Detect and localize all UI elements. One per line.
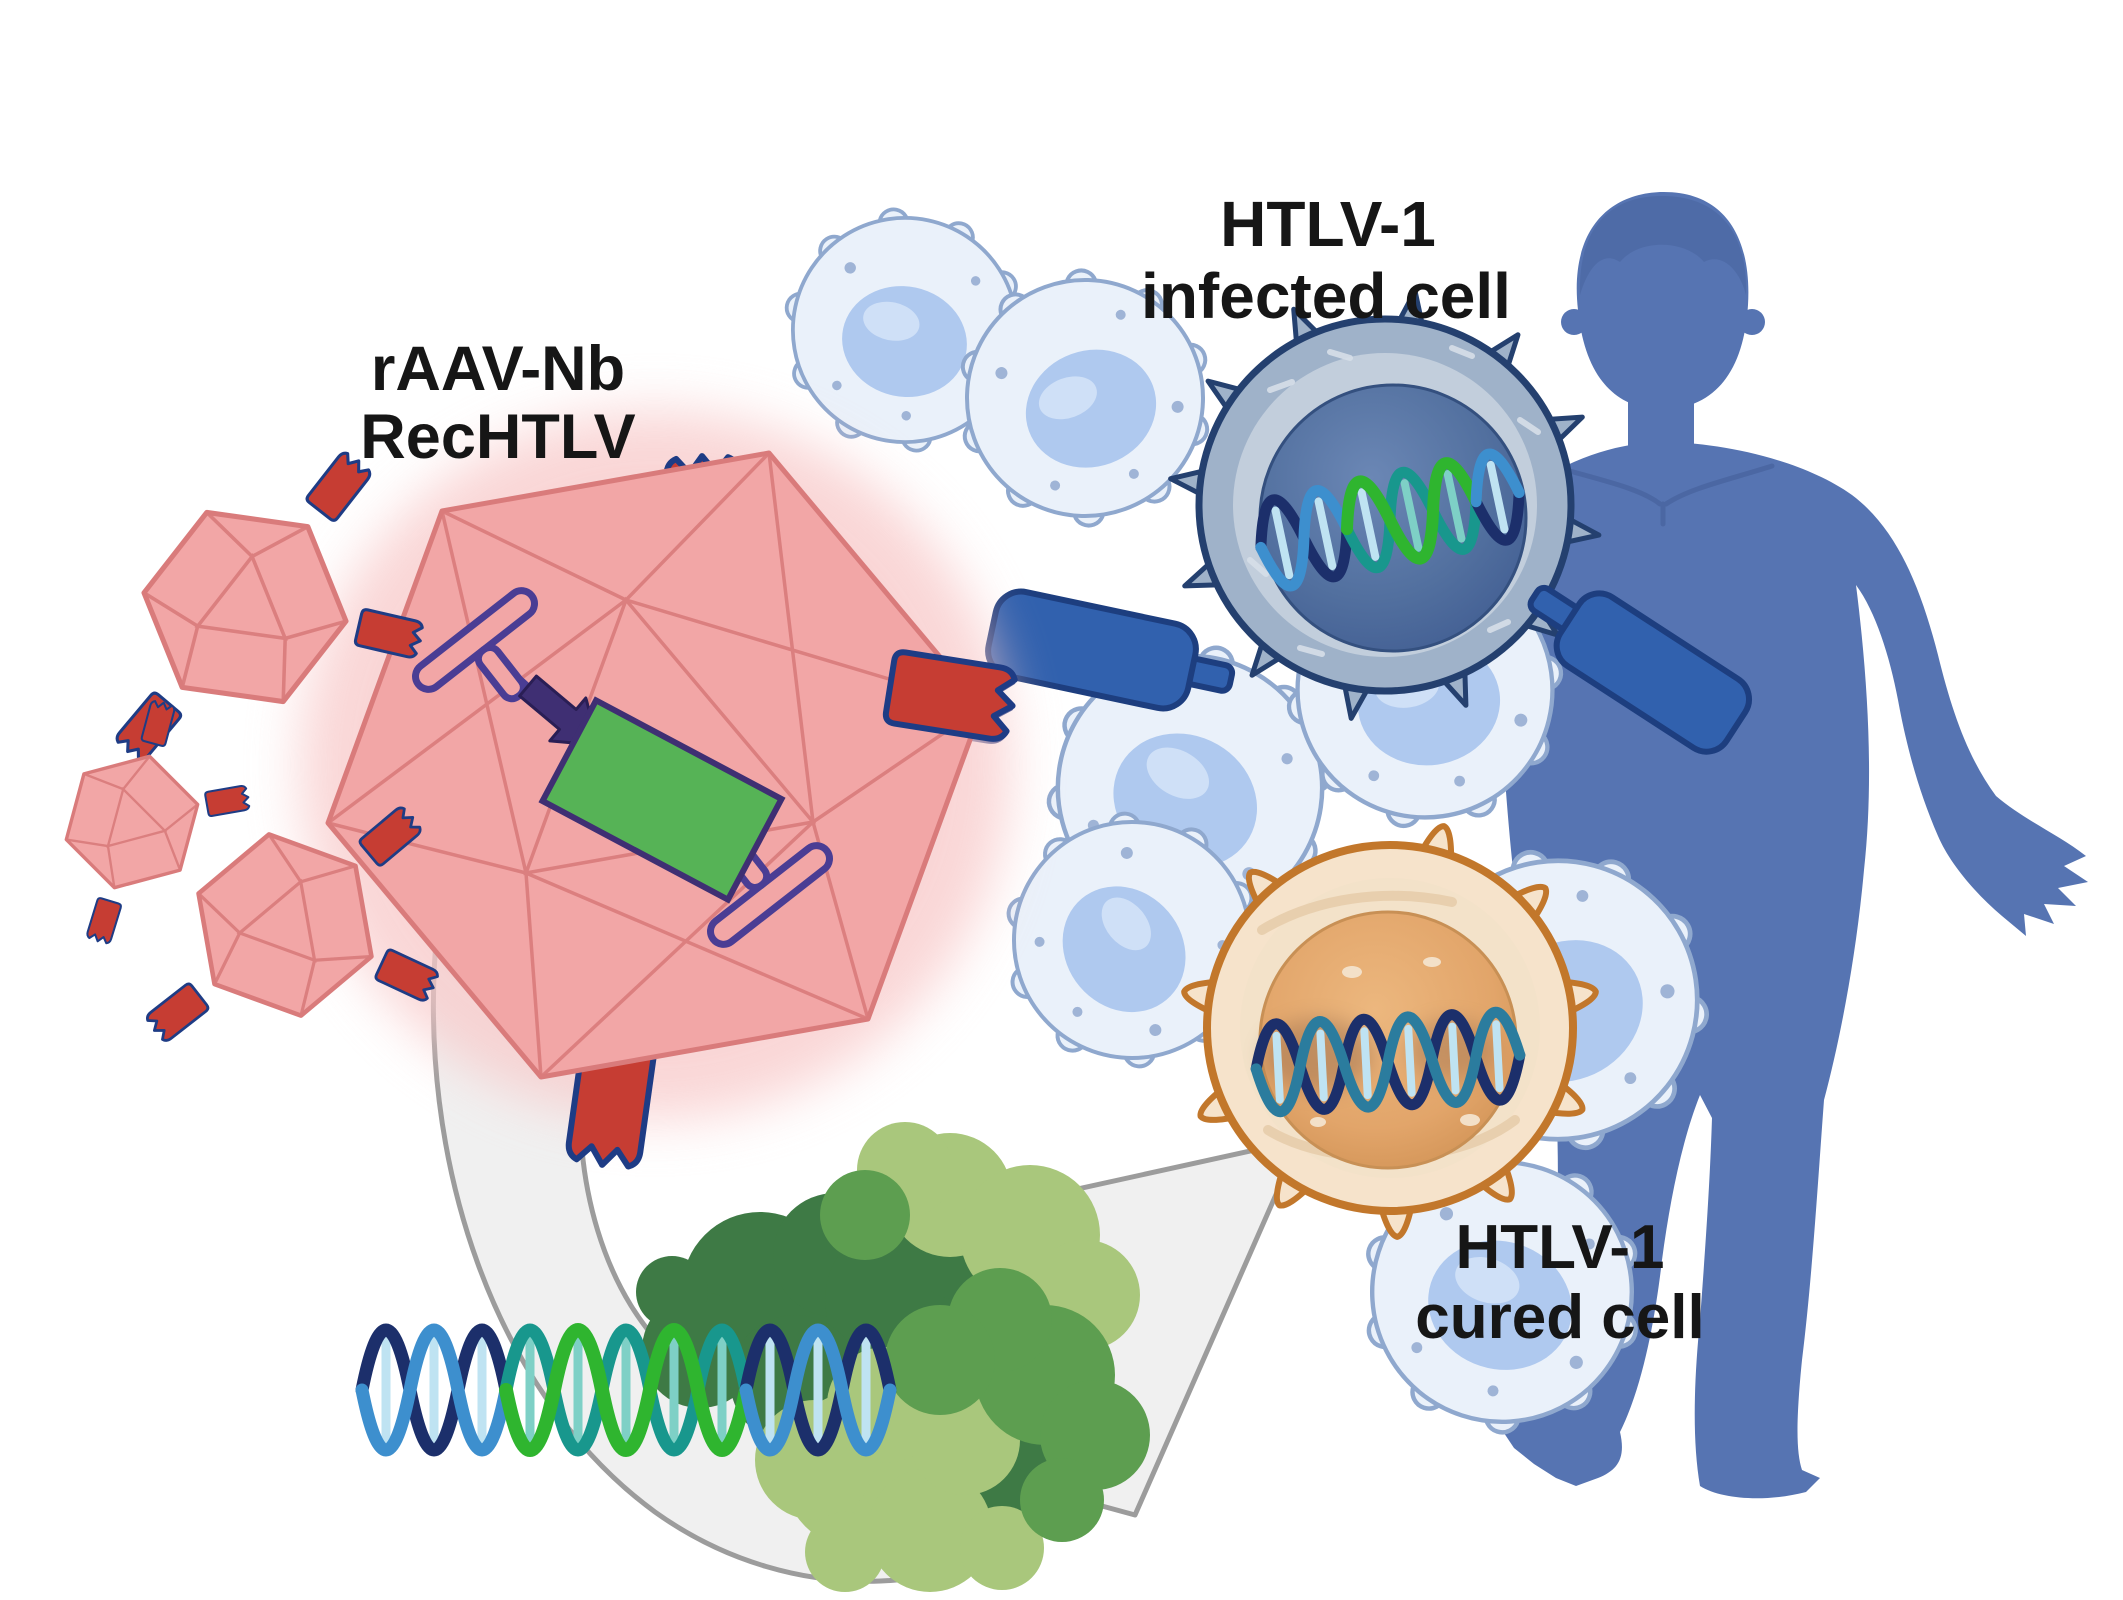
labels: rAAV-Nb RecHTLV HTLV-1 infected cell HTL…: [360, 188, 1704, 1352]
infected-t-cell-icon: [1169, 289, 1601, 720]
cured-dna-icon: [1250, 1007, 1526, 1117]
aav-capsid-icon: [300, 410, 1018, 1170]
genomic-dna-icon: [355, 1323, 897, 1457]
vector-label-line2: RecHTLV: [360, 402, 635, 472]
provirus-dna-icon: [1255, 448, 1525, 592]
infected-cell-label-line1: HTLV-1: [1220, 188, 1436, 260]
cell-receptor-icon: [985, 588, 1236, 712]
cured-cell-label-line2: cured cell: [1415, 1283, 1704, 1352]
hair: [1579, 196, 1747, 295]
infected-cell-label-line2: infected cell: [1141, 260, 1511, 332]
recombinase-protein-icon: [636, 1122, 1150, 1592]
itr-hairpin-icon: [412, 587, 538, 703]
transgene-cassette-icon: [538, 696, 786, 904]
cured-cell-label-line1: HTLV-1: [1456, 1213, 1665, 1282]
vector-label-line1: rAAV-Nb: [371, 334, 625, 404]
cured-t-cell-icon: [1181, 822, 1599, 1238]
cell-receptor-icon: [1527, 584, 1752, 755]
vector-genome: [412, 587, 833, 948]
nanobody-icon: [884, 651, 1018, 742]
